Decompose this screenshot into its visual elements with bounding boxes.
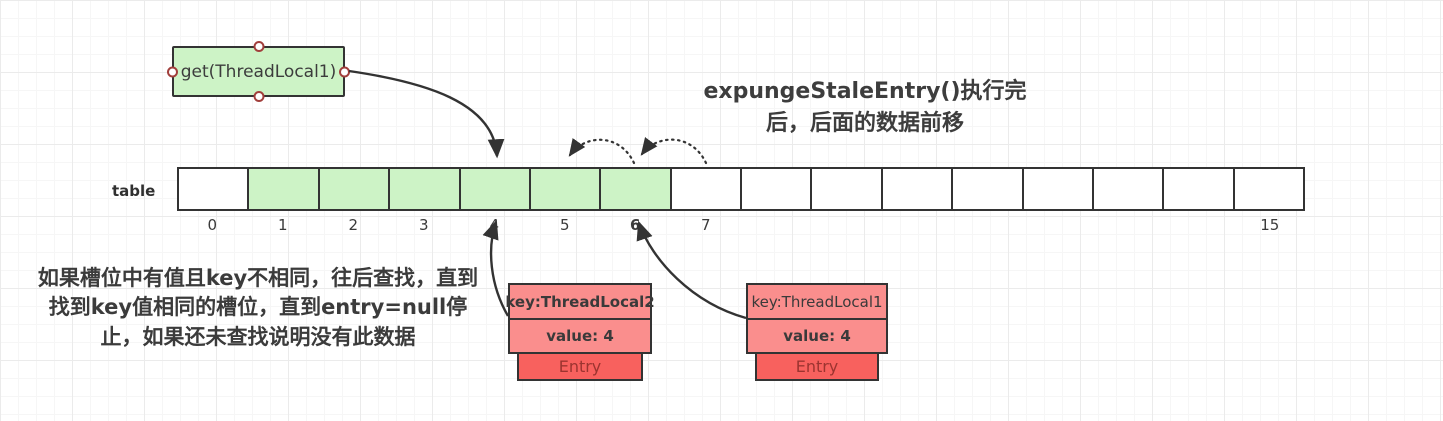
entry-key-cell: key:ThreadLocal2	[505, 283, 655, 320]
table-array	[177, 167, 1305, 211]
cell-index-label	[812, 216, 883, 234]
entry-key-cell: key:ThreadLocal1	[746, 283, 888, 320]
cell-index-label: 15	[1260, 216, 1280, 234]
entry-card-threadlocal2[interactable]: key:ThreadLocal2 value: 4 Entry	[505, 283, 655, 381]
note-text: 如果槽位中有值且key不相同，往后查找，直到找到key值相同的槽位，直到entr…	[37, 266, 479, 349]
entry-value-cell: value: 4	[508, 318, 652, 354]
cell-index-label: 0	[207, 216, 218, 234]
heading-text: expungeStaleEntry()执行完后，后面的数据前移	[703, 79, 1027, 136]
cell-index-label	[1164, 216, 1235, 234]
table-cell[interactable]	[671, 169, 742, 209]
cell-index-label: 1	[277, 216, 288, 234]
cell-index-label: 7	[700, 216, 711, 234]
table-cell[interactable]	[742, 169, 813, 209]
table-cell[interactable]	[1023, 169, 1094, 209]
get-threadlocal1-shape[interactable]: get(ThreadLocal1)	[167, 41, 350, 102]
selection-handle-right[interactable]	[339, 66, 350, 77]
dotted-shift-arrow-7-to-6	[640, 137, 708, 165]
table-cell[interactable]	[460, 169, 531, 209]
cell-index-label	[953, 216, 1024, 234]
table-label: table	[112, 182, 156, 200]
selection-handle-bottom[interactable]	[253, 91, 264, 102]
table-cell[interactable]	[179, 169, 250, 209]
cell-index-label: 2	[348, 216, 359, 234]
table-cell[interactable]	[390, 169, 461, 209]
table-cell[interactable]	[882, 169, 954, 209]
dotted-shift-arrow-6-to-5	[568, 137, 636, 165]
table-cell[interactable]	[1093, 169, 1165, 209]
selection-handle-left[interactable]	[167, 66, 178, 77]
table-cell[interactable]	[953, 169, 1024, 209]
selection-handle-top[interactable]	[253, 41, 264, 52]
table-cell[interactable]	[601, 169, 672, 209]
cell-index-label: 3	[418, 216, 429, 234]
cell-index-label	[1023, 216, 1094, 234]
cell-index-label	[882, 216, 953, 234]
table-index-row: 0 1 2 3 4 5 6 7 15	[177, 216, 1305, 234]
cell-index-label: 5	[559, 216, 570, 234]
arrow-get-to-slot4	[348, 69, 505, 159]
entry-tag-box: Entry	[517, 352, 643, 381]
arrow-threadlocal1-entry-to-slot6	[636, 220, 747, 320]
table-cell[interactable]	[319, 169, 391, 209]
get-box-label: get(ThreadLocal1)	[180, 61, 337, 82]
table-cell[interactable]	[1164, 169, 1235, 209]
table-cell[interactable]	[249, 169, 320, 209]
cell-index-label: 4	[489, 216, 500, 234]
entry-card-threadlocal1[interactable]: key:ThreadLocal1 value: 4 Entry	[746, 283, 888, 381]
table-cell[interactable]	[1234, 169, 1303, 209]
entry-value-cell: value: 4	[746, 318, 888, 354]
entry-tag-box: Entry	[755, 352, 879, 381]
cell-index-label: 6	[630, 216, 641, 234]
cell-index-label	[1094, 216, 1165, 234]
table-cell[interactable]	[530, 169, 602, 209]
cell-index-label	[741, 216, 812, 234]
table-cell[interactable]	[812, 169, 883, 209]
